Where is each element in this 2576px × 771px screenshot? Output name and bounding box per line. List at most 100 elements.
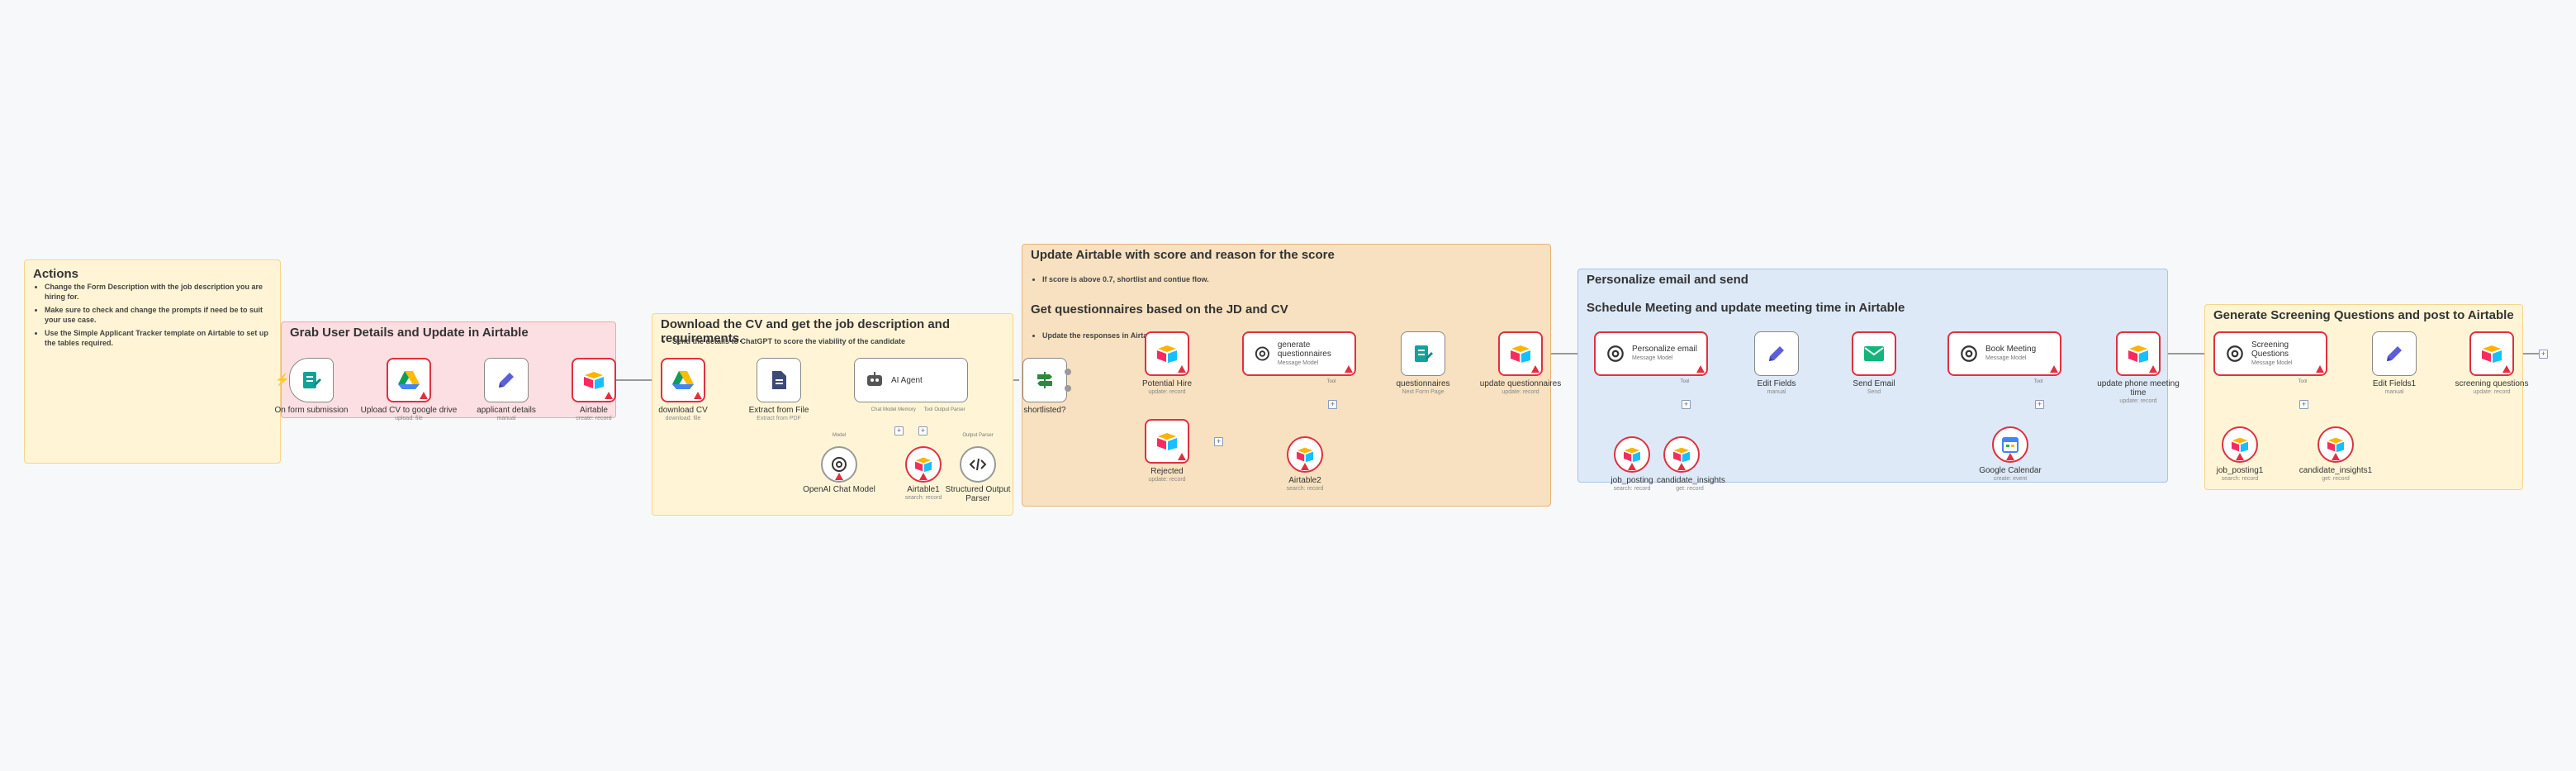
node-label: download CV [658, 406, 708, 415]
node-sublabel: get: record [2322, 476, 2350, 482]
node-send-email[interactable] [1852, 331, 1896, 376]
add-tool-button[interactable]: + [2035, 400, 2044, 409]
node-extract-from-file[interactable] [757, 358, 801, 402]
node-form-trigger[interactable] [289, 358, 334, 402]
node-title: AI Agent [891, 375, 923, 385]
sticky-title: Download the CV and get the job descript… [661, 317, 951, 345]
node-openai-chat-model[interactable] [821, 446, 857, 483]
warning-icon [835, 473, 843, 480]
openai-icon [2227, 345, 2243, 362]
warning-icon [1345, 365, 1353, 373]
airtable-icon [1157, 433, 1177, 450]
node-screening-questions-airtable[interactable] [2469, 331, 2514, 376]
node-edit-fields1[interactable] [2372, 331, 2417, 376]
email-icon [1864, 346, 1884, 361]
node-structured-output-parser[interactable] [960, 446, 996, 483]
node-sublabel: search: record [1286, 486, 1324, 492]
file-extract-icon [772, 371, 786, 389]
airtable-icon [2482, 345, 2502, 363]
node-label: OpenAI Chat Model [803, 485, 875, 494]
warning-icon [919, 473, 927, 480]
node-upload-cv[interactable] [387, 358, 431, 402]
warning-icon [694, 392, 702, 399]
form-icon [303, 372, 321, 388]
sticky-note-actions[interactable]: Actions Change the Form Description with… [24, 259, 281, 464]
node-subtitle: Message Model [1632, 355, 1673, 361]
ai-port-label: Tool [2033, 379, 2043, 384]
warning-icon [420, 392, 428, 399]
node-label: job_posting [1611, 476, 1653, 485]
node-sublabel: search: record [904, 495, 942, 501]
node-label: Potential Hire [1141, 379, 1193, 388]
add-tool-button[interactable]: + [1328, 400, 1337, 409]
node-label: update phone meeting time [2097, 379, 2180, 397]
node-sublabel: manual [1767, 389, 1786, 395]
node-sublabel: search: record [2221, 476, 2259, 482]
node-shortlisted-switch[interactable] [1022, 358, 1067, 402]
google-drive-icon [398, 371, 420, 389]
warning-icon [2316, 365, 2324, 373]
openai-icon [1255, 346, 1269, 361]
airtable-icon [2327, 437, 2344, 453]
node-label: Upload CV to google drive [360, 406, 458, 415]
code-icon [969, 458, 987, 471]
warning-icon [1301, 463, 1309, 470]
node-edit-fields[interactable] [1754, 331, 1799, 376]
add-tool-button[interactable]: + [918, 426, 927, 435]
node-applicant-details[interactable] [484, 358, 529, 402]
pencil-icon [1769, 346, 1784, 361]
node-sublabel: update: record [1148, 389, 1186, 395]
node-subtitle: Message Model [2251, 359, 2293, 366]
output-port[interactable] [1065, 385, 1071, 392]
warning-icon [2149, 365, 2157, 373]
node-title: Book Meeting [1985, 345, 2037, 354]
node-ai-agent[interactable]: AI Agent [854, 358, 968, 402]
sticky-note-download[interactable]: Download the CV and get the job descript… [652, 313, 1013, 516]
switch-icon [1037, 372, 1052, 388]
add-node-button[interactable]: + [1214, 437, 1223, 446]
node-candidate-insights[interactable] [1663, 436, 1700, 473]
node-sublabel: upload: file [395, 416, 423, 421]
trigger-bolt-icon: ⚡ [275, 373, 290, 386]
sticky-item: Update the responses in Airtable [1042, 331, 1538, 340]
warning-icon [2332, 453, 2340, 460]
output-port[interactable] [1065, 369, 1071, 375]
node-sublabel: get: record [1676, 486, 1704, 492]
add-node-button[interactable]: + [2539, 350, 2548, 359]
node-label: Extract from File [748, 406, 809, 415]
add-tool-button[interactable]: + [1682, 400, 1691, 409]
node-sublabel: Next Form Page [1402, 389, 1445, 395]
warning-icon [1531, 365, 1539, 373]
node-sublabel: manual [496, 416, 516, 421]
openai-icon [832, 457, 847, 472]
sticky-item: Make sure to check and change the prompt… [45, 305, 276, 325]
airtable-icon [915, 457, 932, 473]
node-title: Screening Questions [2251, 340, 2289, 359]
node-subtitle: Message Model [1277, 359, 1319, 366]
warning-icon [1178, 453, 1186, 460]
add-tool-button[interactable]: + [2299, 400, 2308, 409]
add-memory-button[interactable]: + [894, 426, 904, 435]
node-label: Airtable1 [907, 485, 940, 494]
node-sublabel: manual [2384, 389, 2404, 395]
node-label: candidate_insights1 [2298, 466, 2373, 475]
warning-icon [2050, 365, 2058, 373]
node-label: Structured Output Parser [945, 485, 1011, 503]
airtable-icon [1297, 447, 1313, 463]
node-airtable[interactable] [572, 358, 616, 402]
sticky-note-grab[interactable]: Grab User Details and Update in Airtable [281, 321, 616, 418]
node-sublabel: Send [1867, 389, 1881, 395]
airtable-icon [2128, 345, 2148, 363]
sticky-item: Use the Simple Applicant Tracker templat… [45, 328, 276, 348]
node-questionnaires[interactable] [1401, 331, 1445, 376]
node-label: candidate_insights [1657, 476, 1725, 485]
ai-port-label: Output Parser [962, 433, 994, 438]
node-subtitle: Message Model [1985, 355, 2027, 361]
robot-icon [867, 372, 882, 386]
node-download-cv[interactable] [661, 358, 705, 402]
